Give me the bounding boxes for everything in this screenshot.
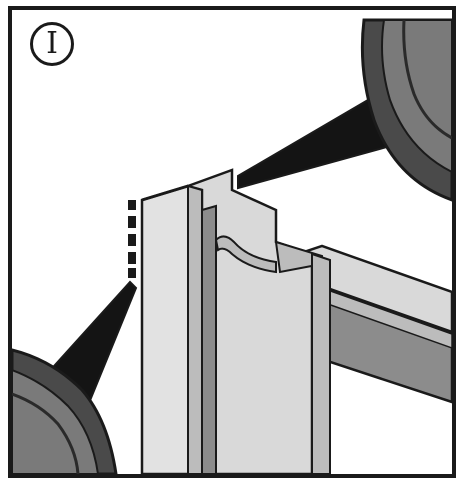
sealant-bead-icon xyxy=(128,200,136,278)
sealant-gun-icon xyxy=(12,280,138,474)
step-number-badge: I xyxy=(30,22,74,66)
instruction-panel: I xyxy=(8,6,456,478)
step-number-label: I xyxy=(46,26,58,61)
vertical-profile-front xyxy=(140,184,277,474)
assembly-illustration xyxy=(12,18,452,474)
sealant-gun-icon xyxy=(237,18,452,202)
